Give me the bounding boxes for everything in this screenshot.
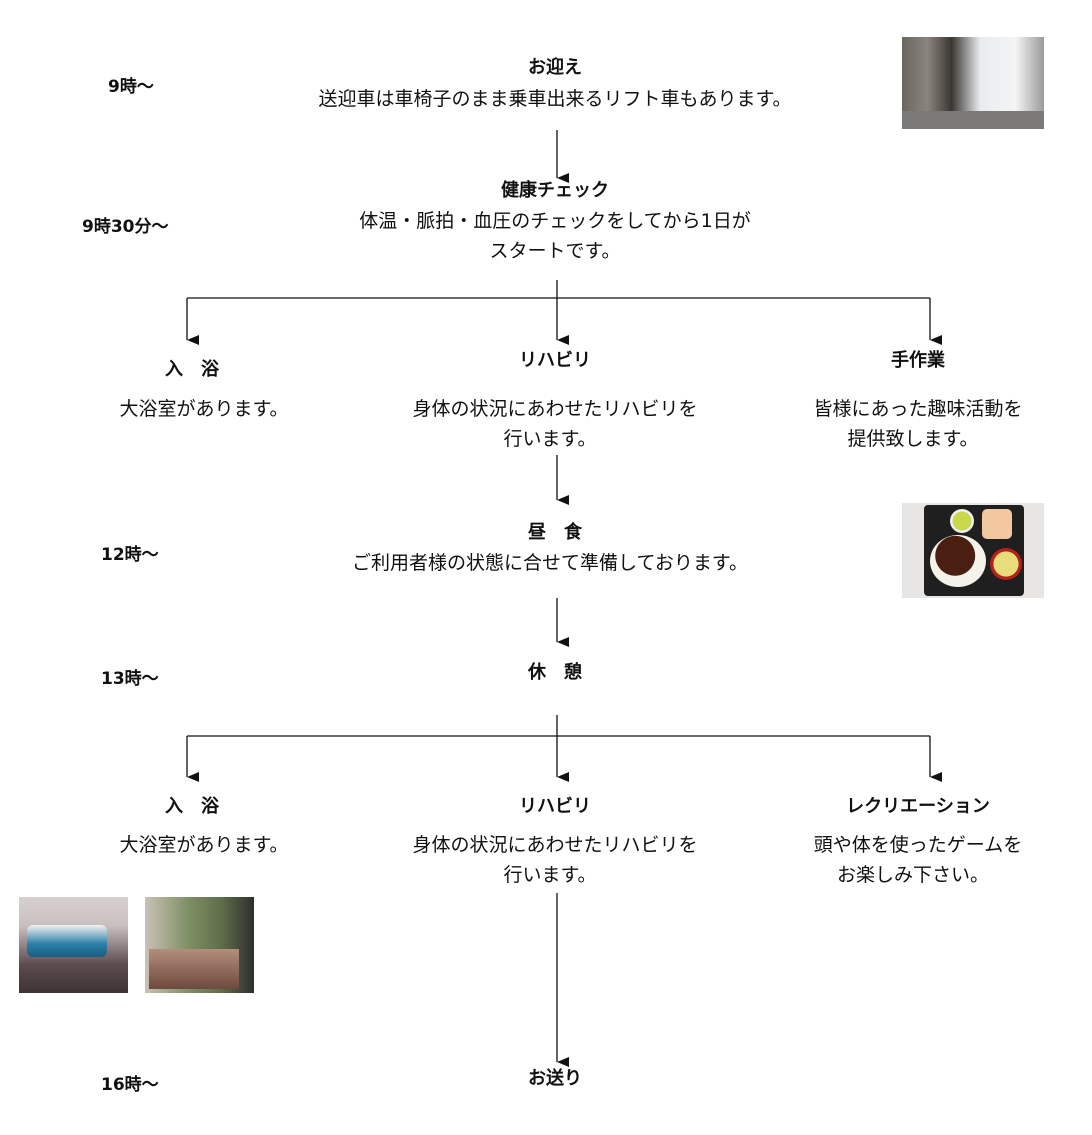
branch-desc-handwork: 提供致します。: [847, 428, 979, 450]
time-label: 13時～: [101, 669, 159, 689]
step-title-health-check: 健康チェック: [501, 180, 609, 201]
step-desc-health-check: 体温・脈拍・血圧のチェックをしてから1日が: [359, 210, 751, 232]
branch-desc-recreation: 頭や体を使ったゲームを: [813, 834, 1023, 856]
branch-title-bath: 入 浴: [165, 796, 219, 817]
step-desc-health-check: スタートです。: [489, 240, 621, 262]
branch-title-recreation: レクリエーション: [846, 796, 990, 817]
branch-desc-bath: 大浴室があります。: [119, 398, 289, 420]
branch-desc-handwork: 皆様にあった趣味活動を: [813, 398, 1023, 420]
branch-desc-bath: 大浴室があります。: [119, 834, 289, 856]
step-title-lunch: 昼 食: [528, 522, 582, 543]
branch-desc-rehab: 行います。: [503, 428, 597, 450]
bathtub-photo: [19, 897, 128, 993]
step-title-rest: 休 憩: [528, 662, 582, 683]
step-desc-pickup: 送迎車は車椅子のまま乗車出来るリフト車もあります。: [318, 88, 792, 110]
time-label: 16時～: [101, 1075, 159, 1095]
branch-title-rehab: リハビリ: [519, 350, 591, 371]
branch-desc-recreation: お楽しみ下さい。: [836, 864, 990, 886]
branch-title-rehab: リハビリ: [519, 796, 591, 817]
bathroom-photo: [145, 897, 254, 993]
time-label: 9時30分～: [82, 217, 169, 237]
step-title-dropoff: お送り: [528, 1068, 582, 1089]
branch-desc-rehab: 身体の状況にあわせたリハビリを: [412, 834, 698, 856]
branch-title-bath: 入 浴: [165, 359, 219, 380]
step-title-pickup: お迎え: [528, 57, 582, 78]
branch-title-handwork: 手作業: [891, 350, 945, 371]
step-desc-lunch: ご利用者様の状態に合せて準備しております。: [352, 552, 748, 574]
branch-desc-rehab: 行います。: [503, 864, 597, 886]
lunch-photo: [902, 503, 1044, 598]
lift-van-photo: [902, 37, 1044, 129]
time-label: 12時～: [101, 545, 159, 565]
branch-desc-rehab: 身体の状況にあわせたリハビリを: [412, 398, 698, 420]
time-label: 9時～: [108, 77, 154, 97]
